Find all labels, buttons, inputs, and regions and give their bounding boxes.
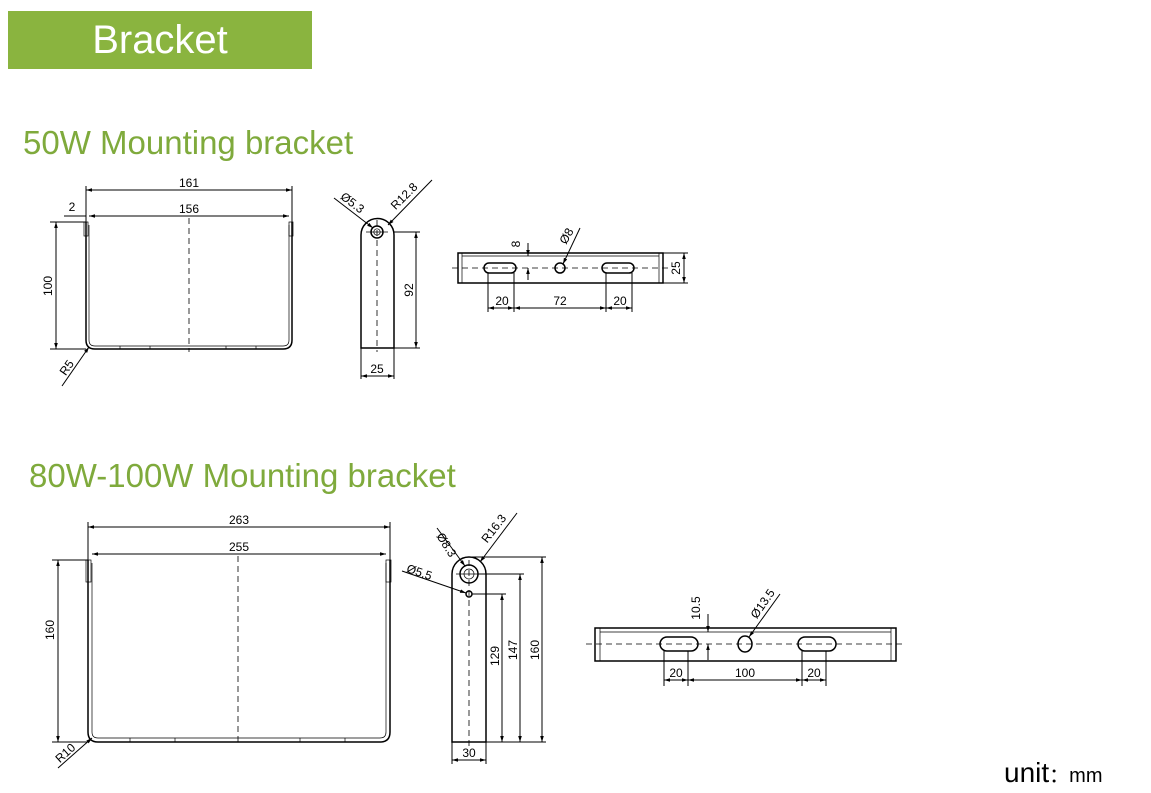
bar-view-80w-100w: 10.5 Ø13.5 20 100 20: [586, 586, 906, 686]
dim-offset: 2: [69, 200, 76, 214]
dim-slot-len-right-2: 20: [807, 666, 821, 680]
dim-side-height: 92: [402, 283, 416, 297]
dim-side-h3: 160: [528, 640, 542, 660]
dim-side-width-2: 30: [462, 746, 476, 760]
dim-slot-offset: 8: [509, 240, 523, 247]
dim-inner-width: 156: [179, 202, 199, 216]
dim-inner-width-2: 255: [229, 540, 249, 554]
dim-side-h2: 147: [506, 640, 520, 660]
dim-slot-len-right: 20: [613, 294, 627, 308]
header-title: Bracket: [92, 18, 228, 62]
dim-bar-width: 25: [669, 261, 683, 275]
dim-slot-len-left: 20: [495, 294, 509, 308]
section-title-80w-100w: 80W-100W Mounting bracket: [29, 457, 456, 494]
unit-text: unit: [1004, 757, 1050, 788]
section-title-50w: 50W Mounting bracket: [23, 124, 354, 161]
dim-slot-spacing: 72: [553, 294, 567, 308]
dim-hole-dia-small: Ø5.5: [405, 561, 434, 583]
side-view-50w: Ø5.3 R12.8 92 25: [333, 179, 433, 379]
dim-overall-width: 161: [179, 176, 199, 190]
dim-side-h1: 129: [488, 646, 502, 666]
dim-height-2: 160: [43, 620, 57, 640]
dim-overall-width-2: 263: [229, 513, 249, 527]
dim-radius-2: R10: [52, 740, 78, 765]
dim-slot-offset-2: 10.5: [689, 596, 703, 620]
front-view-80w-100w: 263 255 160 R10: [43, 513, 392, 769]
header-banner: Bracket: [8, 11, 312, 69]
dim-slot-spacing-2: 100: [735, 666, 755, 680]
dim-hole-dia-top: Ø8.3: [434, 530, 460, 560]
dim-side-width: 25: [370, 362, 384, 376]
dim-slot-len-left-2: 20: [669, 666, 683, 680]
side-view-80w-100w: Ø8.3 R16.3 Ø5.5 129 147 160 30: [401, 511, 546, 764]
unit-label: unit：mm: [1004, 757, 1102, 789]
dim-radius: R5: [57, 357, 77, 378]
unit-value: ：mm: [1049, 765, 1103, 787]
bar-view-50w: 8 Ø8 25 20 72 20: [452, 225, 688, 312]
front-view-50w: 161 156 2 100 R5: [41, 176, 294, 387]
dim-center-hole: Ø8: [556, 225, 576, 246]
dim-height: 100: [41, 276, 55, 296]
